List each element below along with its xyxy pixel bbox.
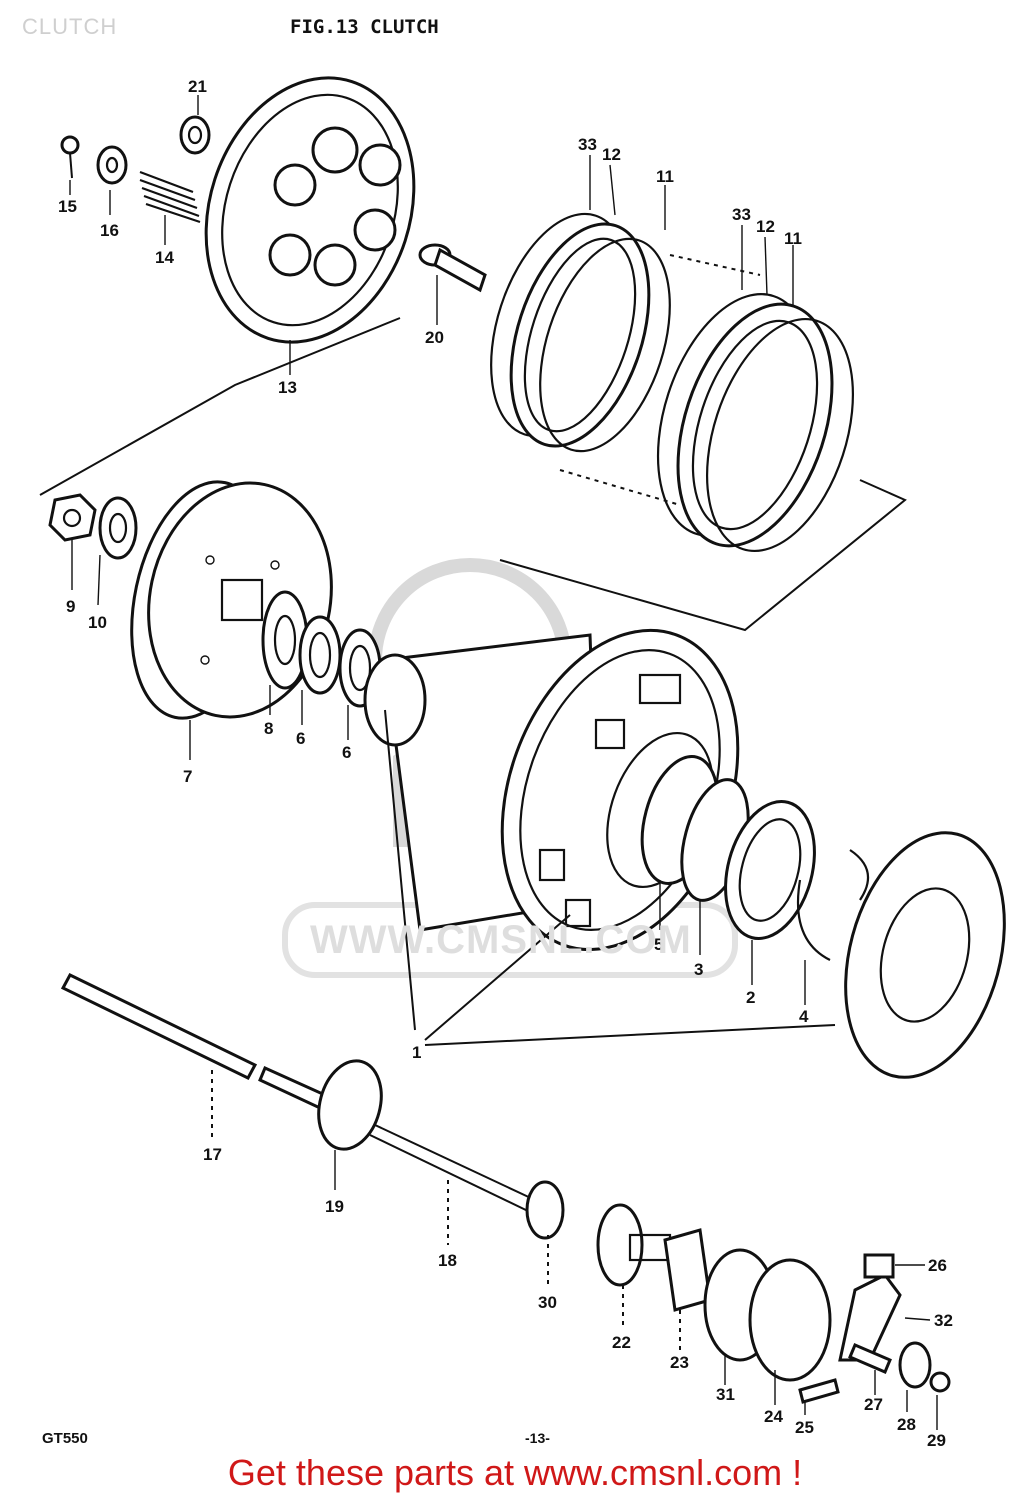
callout-28: 28: [897, 1415, 916, 1434]
small-hardware-top: [60, 115, 211, 224]
nut-and-washer: [48, 493, 138, 560]
clutch-plates-front: [490, 212, 671, 453]
corner-title: CLUTCH: [22, 14, 118, 39]
call-to-action-link[interactable]: Get these parts at www.cmsnl.com !: [227, 1452, 803, 1493]
callout-7: 7: [183, 767, 192, 786]
callout-2: 2: [746, 988, 755, 1007]
callout-1: 1: [412, 1043, 421, 1062]
callout-6-left: 6: [296, 729, 305, 748]
callout-labels: 21 15 16 14 13 20 33 12 11 33 12 11 9 10…: [58, 77, 953, 1450]
primary-driven-gear: [844, 831, 1006, 1079]
callout-4: 4: [799, 1007, 809, 1026]
clutch-housing: [363, 628, 740, 952]
callout-26: 26: [928, 1256, 947, 1275]
figure-title: FIG.13 CLUTCH: [290, 16, 439, 38]
exploded-parts-diagram: 21 15 16 14 13 20 33 12 11 33 12 11 9 10…: [39, 76, 1006, 1450]
callout-6-right: 6: [342, 743, 351, 762]
callout-31: 31: [716, 1385, 735, 1404]
housing-bearing-parts: [640, 755, 870, 961]
callout-9: 9: [66, 597, 75, 616]
push-piece: [418, 243, 487, 293]
callout-18: 18: [438, 1251, 457, 1270]
callout-21: 21: [188, 77, 207, 96]
callout-11-rear: 11: [784, 229, 802, 248]
callout-19: 19: [325, 1197, 344, 1216]
pressure-plate: [204, 76, 416, 344]
callout-3: 3: [694, 960, 703, 979]
callout-5: 5: [654, 935, 663, 954]
leader-lines: [69, 95, 938, 1430]
watermark-text: WWW.CMSNL.COM: [310, 918, 692, 962]
model-label: GT550: [42, 1430, 88, 1447]
callout-17: 17: [203, 1145, 222, 1164]
callout-11-front: 11: [656, 167, 674, 186]
callout-25: 25: [795, 1418, 814, 1437]
callout-15: 15: [58, 197, 77, 216]
callout-27: 27: [864, 1395, 883, 1414]
clutch-plates-rear: [656, 293, 855, 553]
release-mechanism: [525, 1180, 951, 1404]
assembly-outline: [39, 254, 907, 632]
callout-14: 14: [155, 248, 174, 267]
callout-16: 16: [100, 221, 119, 240]
push-rod: [60, 973, 327, 1111]
callout-23: 23: [670, 1353, 689, 1372]
callout-24: 24: [764, 1407, 783, 1426]
callout-13: 13: [278, 378, 297, 397]
callout-32: 32: [934, 1311, 953, 1330]
callout-20: 20: [425, 328, 444, 347]
callout-8: 8: [264, 719, 273, 738]
callout-30: 30: [538, 1293, 557, 1312]
page-number: -13-: [525, 1430, 550, 1446]
callout-12-rear: 12: [756, 217, 775, 236]
callout-12-front: 12: [602, 145, 621, 164]
callout-22: 22: [612, 1333, 631, 1352]
oil-seal-and-rod: [317, 1059, 536, 1213]
callout-29: 29: [927, 1431, 946, 1450]
callout-10: 10: [88, 613, 107, 632]
callout-33-front: 33: [578, 135, 597, 154]
callout-33-rear: 33: [732, 205, 751, 224]
